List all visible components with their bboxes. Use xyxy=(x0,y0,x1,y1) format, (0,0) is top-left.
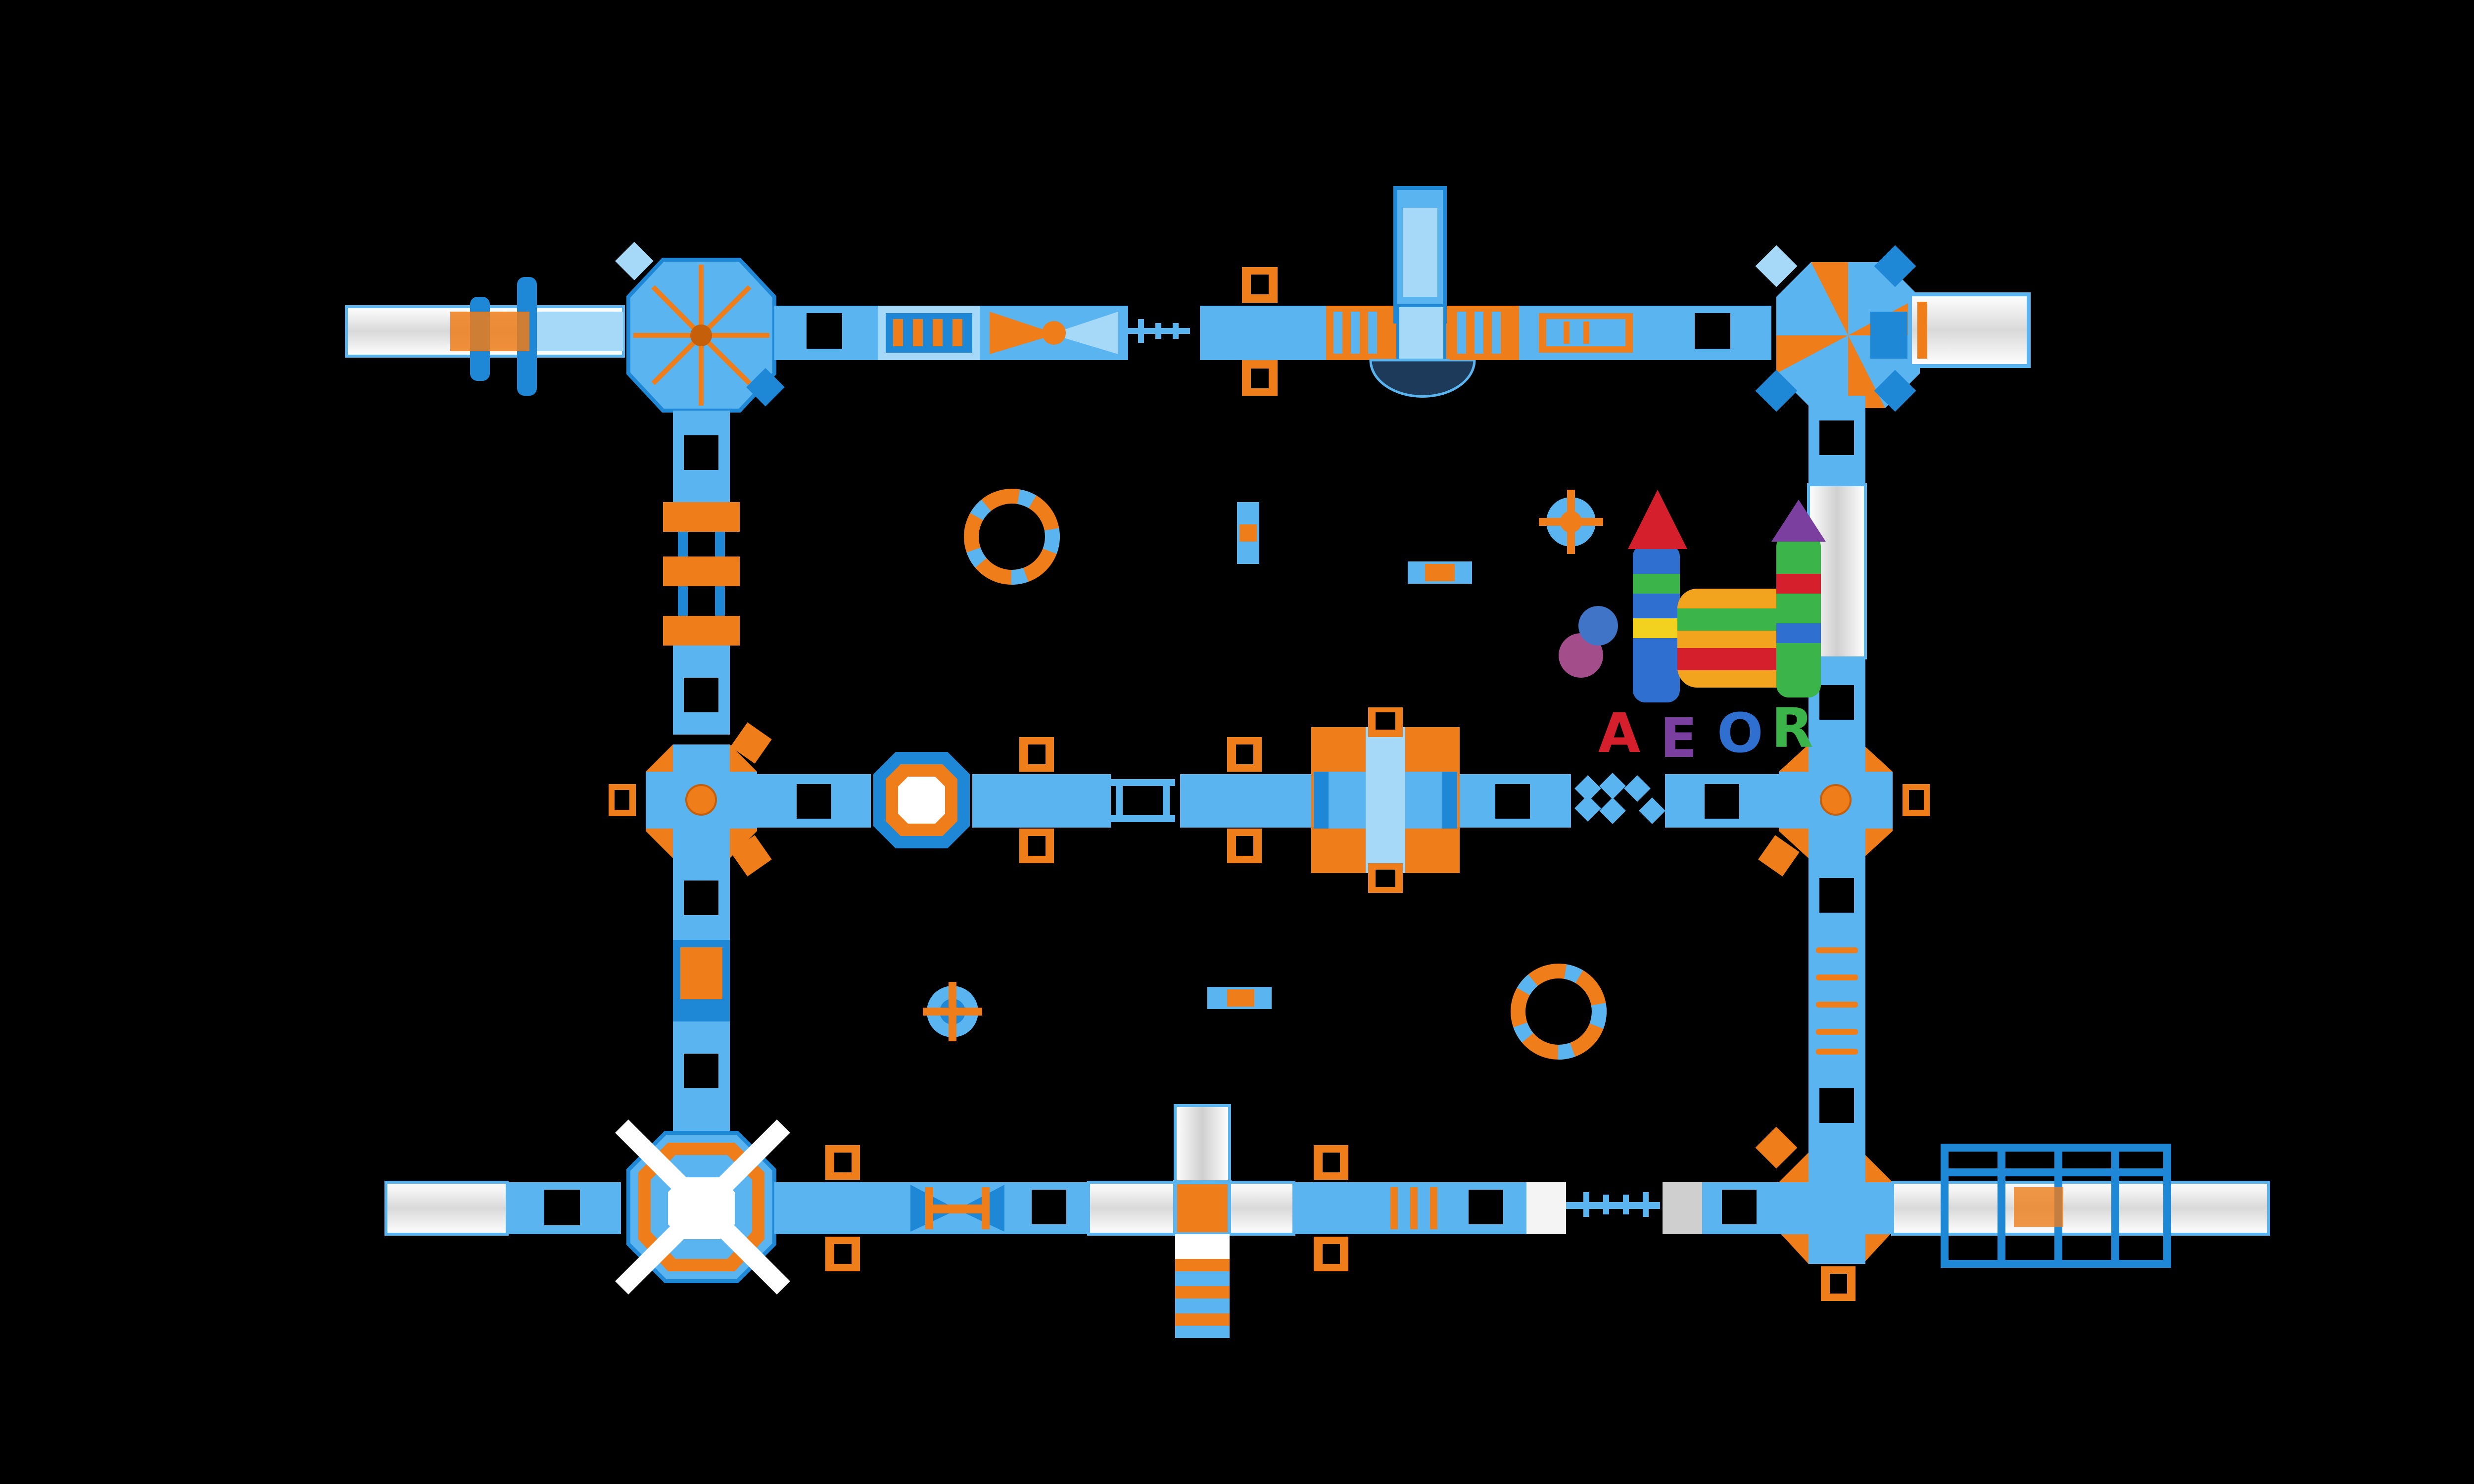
top-row xyxy=(345,186,2031,413)
rope-bridge xyxy=(1566,1192,1660,1217)
striped-tube xyxy=(1175,1234,1230,1338)
diamond-chain-obstacle xyxy=(1574,773,1665,824)
logo-letter-e: E xyxy=(1660,706,1697,770)
balance-beam-connector xyxy=(1128,319,1190,343)
floating-items xyxy=(923,489,1607,1060)
trampoline-ring-top xyxy=(964,489,1060,585)
slide-bottom-right xyxy=(1891,1181,2270,1236)
logo-letter-r: R xyxy=(1771,696,1813,760)
cross-slide-vertical xyxy=(1174,1104,1231,1191)
bottom-row xyxy=(384,1104,2270,1338)
slide-bottom-left xyxy=(384,1181,509,1236)
slide-top-right xyxy=(1908,292,2031,368)
jump-platform xyxy=(1200,306,1326,360)
logo-letter-a: A xyxy=(1598,701,1640,765)
left-column xyxy=(663,411,740,735)
logo-letter-o: O xyxy=(1717,701,1763,765)
spiky-buoy-bottom xyxy=(923,982,982,1041)
middle-row xyxy=(609,707,1930,893)
spiky-buoy-top xyxy=(1539,490,1603,554)
bounce-castle-logo-icon xyxy=(1559,490,1826,702)
left-column-lower xyxy=(673,858,730,1133)
trampoline-ring-bottom xyxy=(1511,964,1607,1060)
climbing-frame-bottom-right xyxy=(1941,1144,2171,1268)
climbing-obstacle-left xyxy=(663,502,740,532)
logo-letters: A E O R xyxy=(1598,696,1813,770)
